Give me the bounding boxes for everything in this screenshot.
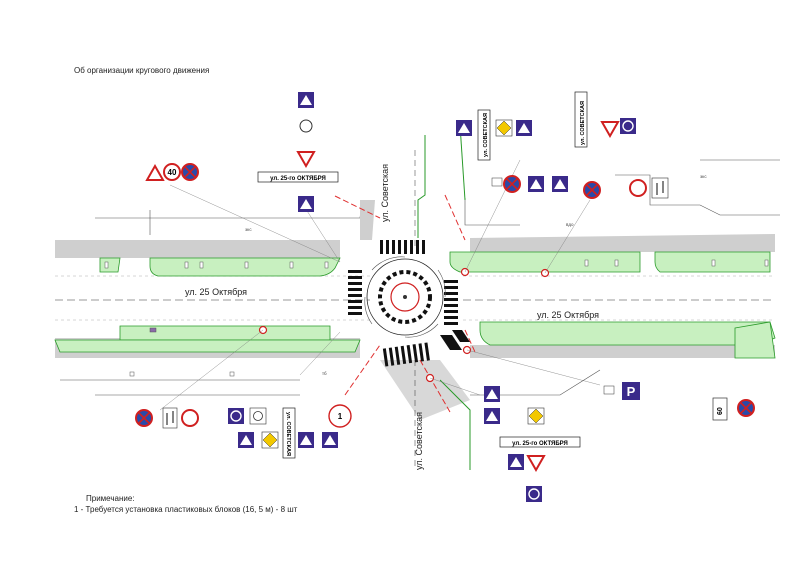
sign-cluster-bottom-left: ул. СОВЕТСКАЯ: [135, 407, 338, 459]
street-plate-sovetskaya-bottom-text: ул. СОВЕТСКАЯ: [285, 412, 291, 456]
street-label-main-right: ул. 25 Октября: [537, 310, 599, 320]
green-top-ramp: [99, 257, 121, 273]
sign-cluster-top-right-b: ул. СОВЕТСКАЯ: [552, 91, 669, 199]
speed-plate-60-text: 60: [717, 407, 724, 415]
sign-cluster-bottom-right: ул. 25-го ОКТЯБРЯ P: [484, 382, 640, 502]
green-top-right: [449, 251, 641, 273]
label-tb: тб: [322, 371, 327, 376]
label-vdo: вдо: [566, 222, 574, 227]
green-right-corner: [734, 321, 776, 359]
green-bottom-left: [54, 339, 361, 353]
crosswalk-bottom-right: [440, 330, 470, 350]
street-plate-sovetskaya-right-text: ул. СОВЕТСКАЯ: [580, 101, 586, 145]
street-plate-25-oktyabrya-bottom: [499, 436, 581, 448]
warning-triangle-icon: [145, 163, 165, 181]
sign-cluster-top-right-a: ул. СОВЕТСКАЯ: [456, 109, 544, 193]
crosswalk-bottom: [382, 342, 430, 367]
street-plate-sovetskaya-top: [477, 109, 491, 161]
street-plate-25-oktyabrya-top: [257, 171, 339, 183]
block-marker-circle: [328, 404, 352, 428]
green-line-top-boundary: [417, 135, 426, 238]
yield-triangle-icon-2: [600, 121, 620, 139]
crosswalk-right: [444, 280, 458, 325]
no-entry-ring-icon-2: [181, 409, 199, 427]
note-heading: Примечание:: [86, 494, 135, 503]
sidewalk-top-right: [470, 234, 775, 252]
no-entry-ring-icon: [629, 179, 647, 197]
speed-limit-40-icon: [163, 163, 181, 181]
street-plate-25-oktyabrya-bottom-text: ул. 25-го ОКТЯБРЯ: [512, 441, 568, 447]
block-marker: 1: [328, 404, 352, 428]
crosswalk-left: [348, 270, 362, 315]
street-plate-sovetskaya-top-text: ул. СОВЕТСКАЯ: [483, 113, 489, 157]
block-marker-number: 1: [338, 412, 343, 421]
roundabout-outer-ring: [366, 258, 444, 336]
page-title: Об организации кругового движения: [74, 66, 210, 75]
label-eks-left: экс: [245, 227, 252, 232]
yield-triangle-icon: [296, 151, 316, 169]
speed-limit-40-text: 40: [168, 168, 177, 177]
yield-triangle-icon-3: [526, 455, 546, 473]
street-label-cross-top: ул. Советская: [380, 164, 390, 222]
street-label-cross-bottom: ул. Советская: [414, 412, 424, 470]
svg-text:P: P: [627, 384, 636, 399]
sign-cluster-top-center: ул. 25-го ОКТЯБРЯ: [257, 92, 339, 212]
label-eks-right: экс: [700, 174, 707, 179]
roundabout-plate-icon: [249, 407, 267, 425]
roundabout-sign-icon: [299, 119, 313, 133]
sidewalk-bottom-right: [470, 345, 775, 358]
sign-cluster-far-right: 60: [712, 397, 755, 421]
oncoming-priority-sign-icon: [651, 177, 669, 199]
street-plate-sovetskaya-bottom: [282, 407, 296, 459]
speed-plate-60: [712, 397, 728, 421]
sidewalk-top-left: [55, 240, 340, 258]
sign-cluster-top-left: 40: [145, 163, 199, 181]
parking-sign-icon: [622, 382, 640, 400]
note-line: 1 - Требуется установка пластиковых блок…: [74, 505, 298, 514]
sovetskaya-sidewalk-bottom: [380, 360, 470, 420]
oncoming-priority-sign-icon-2: [162, 407, 178, 429]
green-bottom-right: [479, 321, 776, 346]
street-plate-sovetskaya-right: [574, 91, 588, 148]
street-plate-25-oktyabrya-top-text: ул. 25-го ОКТЯБРЯ: [270, 176, 326, 182]
street-label-main-left: ул. 25 Октября: [185, 287, 247, 297]
red-boundary-lines: [334, 194, 476, 413]
lamp-posts: [104, 259, 769, 377]
crosswalk-top: [380, 240, 425, 254]
